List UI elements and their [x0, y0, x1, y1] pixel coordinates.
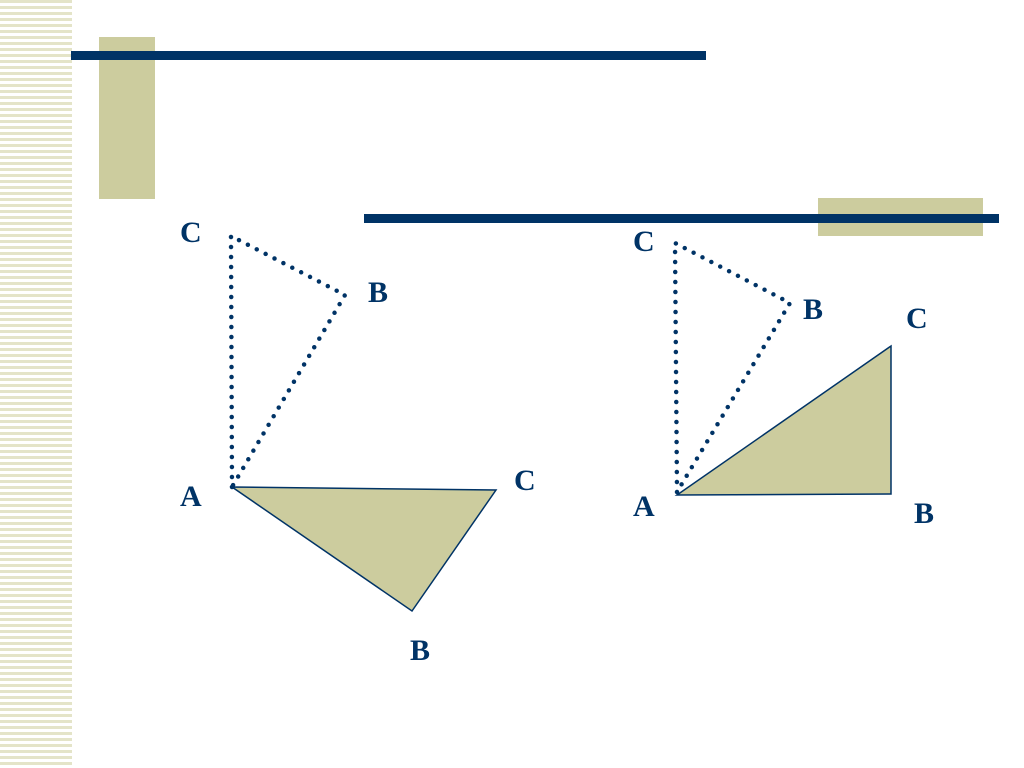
right-label-a: A [633, 490, 655, 523]
right-dotted-triangle [672, 239, 794, 501]
left-filled-triangle [229, 486, 498, 613]
left-figure: C B A C B [180, 216, 536, 667]
decorative-block-top [99, 37, 155, 199]
left-label-a: A [180, 480, 202, 513]
left-filled-label-b: B [410, 634, 430, 667]
right-filled-triangle [674, 344, 892, 496]
left-filled-label-c: C [514, 464, 536, 497]
title-rule-top [71, 51, 706, 60]
right-dotted-label-b: B [803, 293, 823, 326]
right-dotted-label-c: C [633, 225, 655, 258]
left-stripe-border [0, 0, 72, 768]
left-dotted-triangle [228, 232, 349, 496]
right-filled-label-b: B [914, 497, 934, 530]
left-dotted-label-c: C [180, 216, 202, 249]
right-filled-label-c: C [906, 302, 928, 335]
right-figure: C B A C B [633, 225, 934, 530]
title-rule-middle [364, 214, 999, 223]
left-dotted-label-b: B [368, 276, 388, 309]
